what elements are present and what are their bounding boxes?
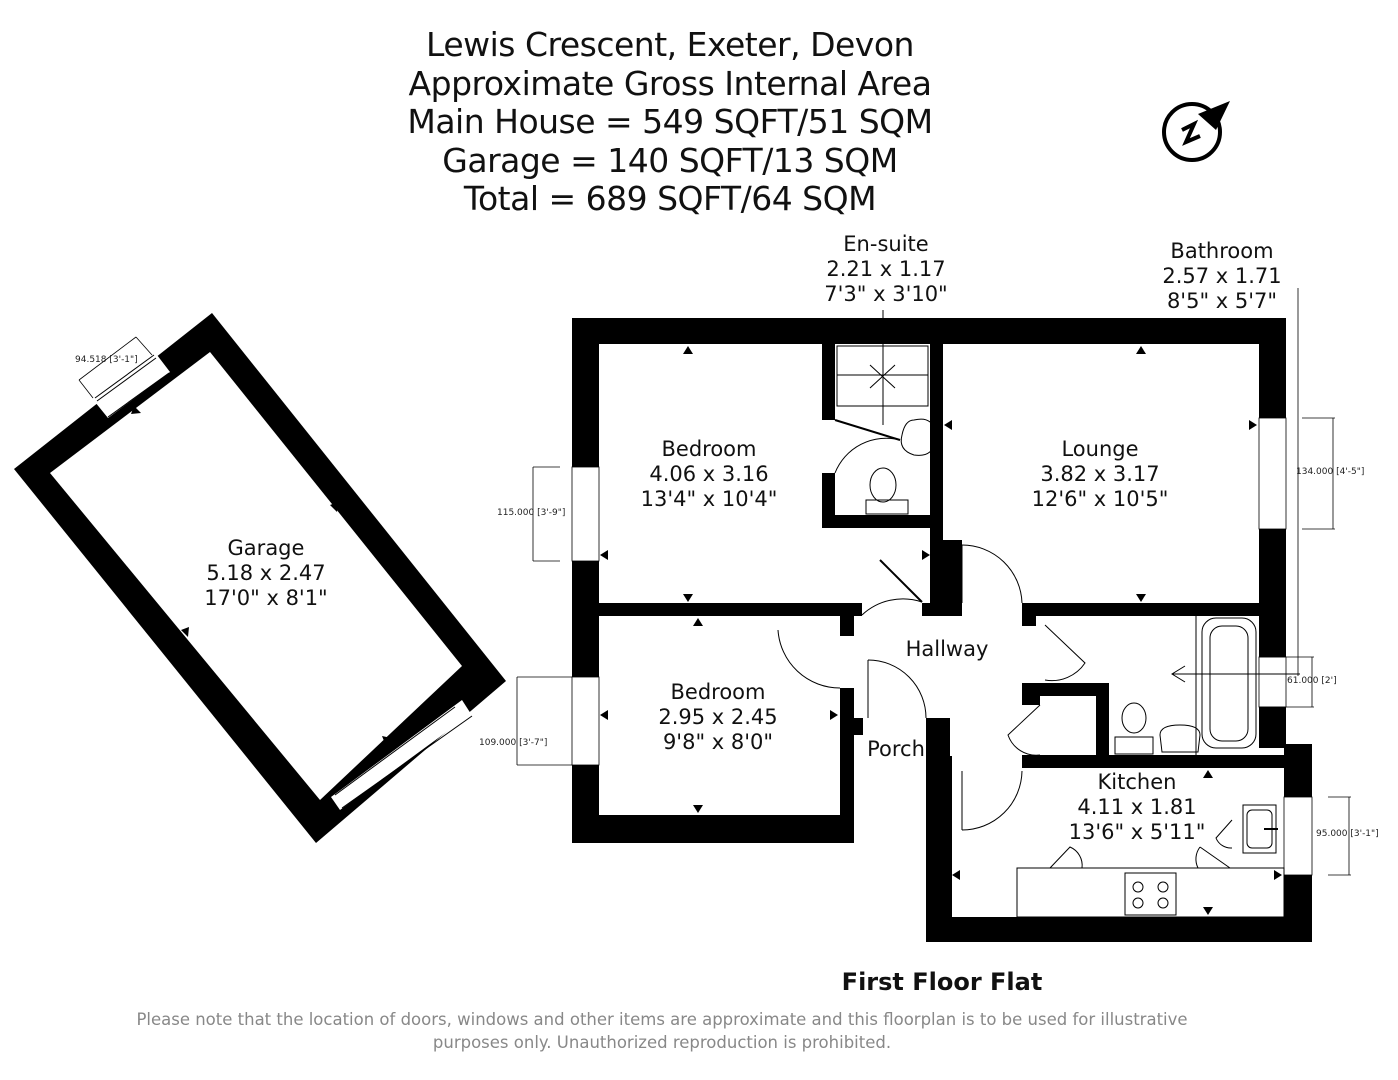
room-name: Bedroom — [670, 680, 766, 704]
kitchen-worktop — [1016, 867, 1285, 918]
room-name: Bedroom — [661, 437, 757, 461]
room-name: Garage — [227, 536, 305, 560]
room-name: Lounge — [1061, 437, 1139, 461]
dim-kitchen-window: 95.000 [3'-1"] — [1316, 829, 1379, 839]
room-label-hallway: Hallway — [906, 637, 989, 662]
room-label-bedroom-1: Bedroom 4.06 x 3.16 13'4" x 10'4" — [641, 437, 778, 512]
area-summary-header: Lewis Crescent, Exeter, Devon Approximat… — [350, 25, 990, 219]
fixtures — [836, 310, 1300, 918]
dim-lounge-window: 134.000 [4'-5"] — [1296, 467, 1365, 477]
main-house-area: Main House = 549 SQFT/51 SQM — [407, 102, 933, 141]
room-label-ensuite: En-suite 2.21 x 1.17 7'3" x 3'10" — [824, 232, 947, 307]
room-imperial: 17'0" x 8'1" — [204, 586, 328, 610]
room-label-porch: Porch — [867, 737, 925, 762]
measurement-markers — [600, 346, 1282, 915]
room-metric: 2.21 x 1.17 — [826, 257, 946, 281]
dimension-lines — [516, 288, 1351, 876]
hob — [1124, 872, 1177, 916]
room-label-bathroom: Bathroom 2.57 x 1.71 8'5" x 5'7" — [1162, 239, 1281, 314]
room-imperial: 12'6" x 10'5" — [1031, 487, 1169, 511]
property-address: Lewis Crescent, Exeter, Devon — [426, 25, 914, 64]
room-metric: 2.95 x 2.45 — [658, 705, 778, 729]
dim-garage-window: 94.518 [3'-1"] — [75, 355, 138, 365]
north-arrow-icon — [1162, 101, 1230, 162]
room-metric: 3.82 x 3.17 — [1040, 462, 1160, 486]
room-name: Bathroom — [1170, 239, 1274, 263]
room-imperial: 13'6" x 5'11" — [1068, 820, 1206, 844]
room-metric: 4.11 x 1.81 — [1077, 795, 1197, 819]
room-imperial: 8'5" x 5'7" — [1166, 289, 1278, 313]
dim-bedroom1-window: 115.000 [3'-9"] — [497, 508, 566, 518]
room-label-garage: Garage 5.18 x 2.47 17'0" x 8'1" — [204, 536, 327, 611]
disclaimer: Please note that the location of doors, … — [136, 1010, 1188, 1052]
dim-bathroom-window: 61.000 [2'] — [1287, 676, 1337, 686]
doors — [777, 419, 1086, 831]
bathroom-toilet — [1121, 702, 1147, 734]
room-label-kitchen: Kitchen 4.11 x 1.81 13'6" x 5'11" — [1069, 770, 1206, 845]
bathroom-basin — [1159, 724, 1201, 753]
total-area: Total = 689 SQFT/64 SQM — [463, 179, 877, 218]
room-name: Kitchen — [1097, 770, 1177, 794]
ensuite-toilet — [869, 467, 897, 503]
garage-area: Garage = 140 SQFT/13 SQM — [442, 140, 898, 180]
room-imperial: 9'8" x 8'0" — [662, 730, 774, 754]
room-name: Porch — [867, 737, 925, 761]
room-metric: 4.06 x 3.16 — [649, 462, 769, 486]
room-imperial: 7'3" x 3'10" — [824, 282, 948, 306]
floor-title: First Floor Flat — [841, 968, 1043, 996]
room-metric: 5.18 x 2.47 — [206, 561, 326, 585]
room-name: Hallway — [905, 637, 989, 661]
windows — [571, 417, 1313, 876]
ensuite-basin — [900, 418, 936, 456]
room-label-lounge: Lounge 3.82 x 3.17 12'6" x 10'5" — [1032, 437, 1169, 512]
bathtub — [1201, 617, 1257, 749]
dim-bedroom2-window: 109.000 [3'-7"] — [479, 738, 548, 748]
flat-walls — [572, 318, 1312, 942]
room-imperial: 13'4" x 10'4" — [640, 487, 778, 511]
area-subtitle: Approximate Gross Internal Area — [408, 63, 932, 103]
room-metric: 2.57 x 1.71 — [1162, 264, 1282, 288]
room-label-bedroom-2: Bedroom 2.95 x 2.45 9'8" x 8'0" — [658, 680, 777, 755]
room-name: En-suite — [843, 232, 929, 256]
garage-walls — [14, 313, 506, 843]
